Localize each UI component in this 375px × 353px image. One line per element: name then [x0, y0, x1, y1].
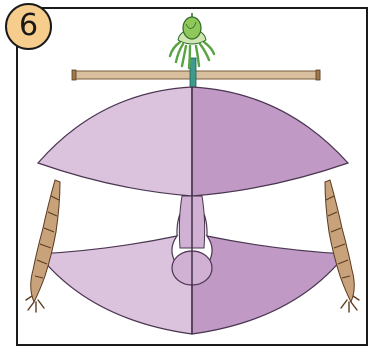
- step-number: 6: [19, 8, 38, 43]
- stem: [190, 58, 196, 88]
- right-leg-icon: [325, 180, 359, 312]
- body-left-half: [38, 87, 192, 334]
- step-number-badge: 6: [5, 3, 52, 50]
- left-leg-icon: [26, 180, 60, 312]
- body-right-half: [192, 87, 348, 334]
